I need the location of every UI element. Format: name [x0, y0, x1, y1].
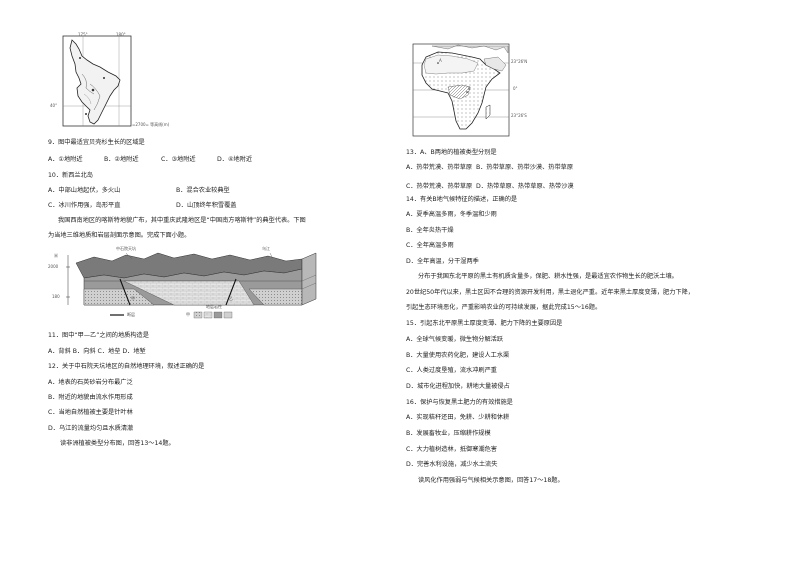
q13-option-c: C．热带荒漠、热带草原 [406, 183, 473, 190]
passage-karst-line1: 我国西南地区的喀斯特地貌广布，其中重庆武隆地区是“中国南方喀斯特”的典型代表。下… [58, 217, 306, 224]
nz-map-legend: =2700= 等高线(m) [132, 122, 170, 127]
label-tiankeng: 中石院天坑 [116, 246, 136, 251]
q16-option-d: D．完善水利设施，减少水土流失 [406, 461, 498, 468]
q12-option-c: C．当地自然植被主要是针叶林 [48, 409, 133, 416]
africa-letter-a: A [439, 58, 442, 63]
africa-vegetation-map: 23°26'N 0° 23°26'S A B [412, 43, 542, 138]
q14-option-c: C．全年高温多雨 [406, 242, 454, 249]
q13-option-d: D．热带草原、热带草原、热带沙漠 [476, 183, 574, 190]
q14-option-d: D．全年高温，分干湿两季 [406, 258, 479, 265]
q15-option-a: A．全球气候变暖，微生物分解活跃 [406, 336, 504, 343]
q9-option-b: B．②地附近 [104, 156, 139, 163]
q10-option-d: D．山顶终年积雪覆盖 [176, 202, 237, 209]
passage-africa-intro: 读非洲植被类型分布图，回答13～14题。 [60, 440, 175, 447]
q14-stem: 14．有关B地气候特征的描述，正确的是 [406, 196, 518, 203]
q13-option-a: A．热带荒漠、热带草原 [406, 164, 473, 171]
q11-stem: 11．图中“甲—乙”之间的地质构造是 [48, 332, 149, 339]
q10-option-a: A．中部山地起伏，多火山 [48, 187, 121, 194]
passage-karst-line2: 为当地三维地质和岩层剖面示意图。完成下面小题。 [48, 232, 191, 239]
passage-blacksoil-line2: 20世纪50年代以来，黑土区因不合理的资源开发利用，黑土退化严重。近年来黑土厚度… [406, 289, 694, 296]
y-label-unit: 米 [54, 253, 58, 258]
y-label-2000: 2000 [48, 264, 59, 269]
q10-stem: 10．新西兰北岛 [48, 172, 93, 179]
q12-option-b: B．附近的地貌由流水作用形成 [48, 394, 133, 401]
new-zealand-map: 175° 180° 40° =2700= 等高线(m) [50, 32, 169, 132]
q10-option-b: B．混合农业较典型 [176, 187, 230, 194]
legend-fault: 断层 [127, 312, 135, 317]
q16-option-b: B．发展畜牧业，压缩耕作规模 [406, 430, 491, 437]
lat-label-tropic-cancer: 23°26'N [511, 59, 528, 64]
q13-option-b: B．热带草原、热带沙漠、热带草原 [476, 164, 574, 171]
q11-options: A．背斜 B．向斜 C．地垒 D．地堑 [48, 348, 146, 355]
letter-yi: 乙 [229, 296, 233, 301]
passage-blacksoil-line1: 分布于我国东北平原的黑土有机质含量多，保肥、耕水性强，是最适宜农作物生长的肥沃土… [418, 273, 678, 280]
passage-blacksoil-line3: 引起生态环境恶化，严重影响农业的可持续发展，据此完成15～16题。 [406, 304, 602, 311]
lat-label-tropic-capricorn: 23°26'S [511, 113, 527, 118]
legend-jia: 甲 [186, 312, 190, 317]
y-label-180: 180 [52, 294, 60, 299]
lon-label-175: 175° [78, 32, 88, 37]
q9-option-c: C．③地附近 [161, 156, 196, 163]
q14-option-b: B．全年炎热干燥 [406, 227, 454, 234]
legend-strata: 地层岩性 [206, 304, 222, 309]
q9-option-a: A．①地附近 [48, 156, 83, 163]
lat-label-40: 40° [50, 103, 58, 108]
geology-block-diagram: 中石院天坑 乌江 米 2000 180 甲 乙 断层 甲 地层岩性 [48, 245, 322, 323]
africa-letter-b: B [468, 86, 471, 91]
africa-map-svg [412, 43, 510, 137]
q14-option-a: A．夏季高温多雨，冬季温和少雨 [406, 211, 497, 218]
q13-stem: 13．A、B两地的植被类型分别是 [406, 149, 497, 156]
lon-label-180: 180° [116, 32, 126, 37]
lat-label-equator: 0° [513, 86, 518, 91]
q15-option-c: C．人类过度垦殖，流水冲刷严重 [406, 367, 497, 374]
q12-option-a: A．地表的石英砂岩分布最广泛 [48, 379, 133, 386]
q15-option-d: D．城市化进程加快，耕地大量被侵占 [406, 383, 510, 390]
q15-option-b: B．大量使用农药化肥，建设人工水渠 [406, 352, 510, 359]
q16-option-a: A．实现秸秆还田，免耕、少耕和休耕 [406, 414, 510, 421]
label-wujiang: 乌江 [262, 246, 270, 251]
q16-option-c: C．大力植树造林，抵御寒潮危害 [406, 446, 497, 453]
new-zealand-map-svg [62, 35, 132, 127]
geology-block-svg [66, 252, 317, 319]
q9-option-d: D．④地附近 [217, 156, 253, 163]
q15-stem: 15．引起东北平原黑土厚度变薄、肥力下降的主要原因是 [406, 320, 563, 327]
q9-stem: 9．图中最适宜贝壳杉生长的区域是 [48, 139, 145, 146]
letter-jia: 甲 [131, 296, 135, 301]
q12-stem: 12．关于中石院天坑地区的自然地理环境，叙述正确的是 [48, 363, 205, 370]
q12-option-d: D．乌江的流量均匀且水质清澈 [48, 425, 134, 432]
passage-weathering-intro: 读风化作用强弱与气候相关示意图，回答17～18题。 [418, 477, 564, 484]
q10-option-c: C．冰川作用强，岛形平直 [48, 202, 121, 209]
q16-stem: 16．保护与恢复黑土肥力的有效措施是 [406, 399, 513, 406]
